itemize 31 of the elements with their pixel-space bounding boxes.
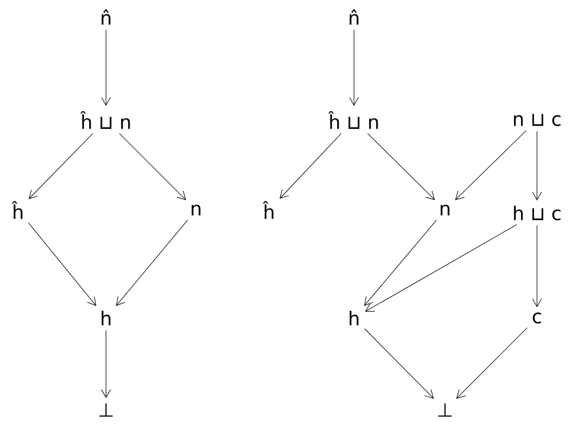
arrow — [364, 220, 437, 306]
lattice-element: h ⊔ c — [514, 206, 560, 220]
arrow — [367, 133, 435, 200]
arrow — [456, 328, 528, 399]
lattice-element: ĥ — [12, 201, 22, 219]
arrow — [116, 220, 188, 306]
lattice-element: h — [350, 310, 358, 326]
lattice-element: n ⊔ c — [514, 114, 560, 126]
arrow — [101, 330, 111, 398]
lattice-element: n — [192, 204, 200, 216]
arrow — [28, 133, 94, 200]
arrow — [349, 30, 359, 106]
arrow — [119, 133, 186, 200]
arrow — [28, 222, 96, 306]
lattice-element: ⊥ — [438, 403, 452, 417]
lattice-element: ĥ — [262, 201, 274, 219]
arrow — [532, 130, 542, 200]
arrow — [532, 225, 542, 308]
lattice-element: ⊥ — [99, 403, 113, 417]
lattice-element: n — [440, 204, 450, 216]
arrow — [280, 133, 342, 199]
lattice-element: n̂ — [350, 9, 358, 25]
arrow — [364, 224, 518, 312]
arrow — [101, 30, 111, 106]
lattice-element: ĥ ⊔ n — [80, 111, 130, 129]
lattice-element: c — [532, 312, 542, 324]
lattice-element: h — [102, 310, 110, 326]
arrow — [364, 328, 434, 399]
arrow — [455, 130, 526, 200]
lattice-element: n̂ — [102, 9, 110, 25]
lattice-element: ĥ ⊔ n — [328, 111, 378, 129]
